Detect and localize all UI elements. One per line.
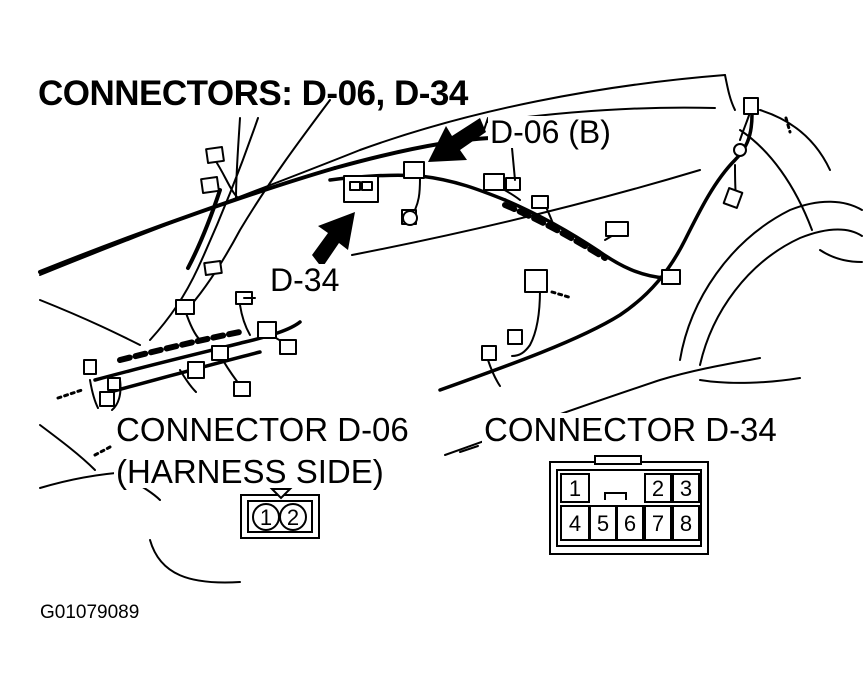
d34-pin-8: 8 (680, 511, 692, 536)
harness-wrap (117, 202, 608, 363)
d34-pin-2: 2 (652, 476, 664, 501)
d34-pin-3: 3 (680, 476, 692, 501)
callout-d34-label: D-34 (268, 262, 342, 298)
callout-leaders (243, 117, 516, 299)
d06-detail-tick (459, 445, 479, 453)
d34-pin-4: 4 (569, 511, 581, 536)
figure-id: G01079089 (40, 602, 140, 623)
grommets (402, 143, 747, 226)
connector-d34-face (549, 455, 709, 555)
leader-dots (56, 116, 792, 457)
d34-pin-6: 6 (624, 511, 636, 536)
connector-d06-title: CONNECTOR D-06 (114, 411, 411, 448)
callout-arrows (312, 118, 486, 268)
connector-d34-title: CONNECTOR D-34 (482, 411, 779, 448)
diagram-title: CONNECTORS: D-06, D-34 (38, 74, 468, 113)
callout-d06-label: D-06 (B) (488, 114, 613, 150)
d06-arrow (428, 118, 486, 162)
d34-pin-5: 5 (597, 511, 609, 536)
d34-pin-1: 1 (569, 476, 581, 501)
connector-d06-face (240, 488, 320, 539)
body-panel-edges (38, 136, 492, 274)
d06-pin-2: 2 (287, 505, 299, 530)
d34-pin-7: 7 (652, 511, 664, 536)
harness-connectors (83, 97, 759, 407)
connector-d06-subtitle: (HARNESS SIDE) (114, 453, 386, 490)
d34-arrow (312, 212, 355, 268)
d06-pin-1: 1 (260, 505, 272, 530)
